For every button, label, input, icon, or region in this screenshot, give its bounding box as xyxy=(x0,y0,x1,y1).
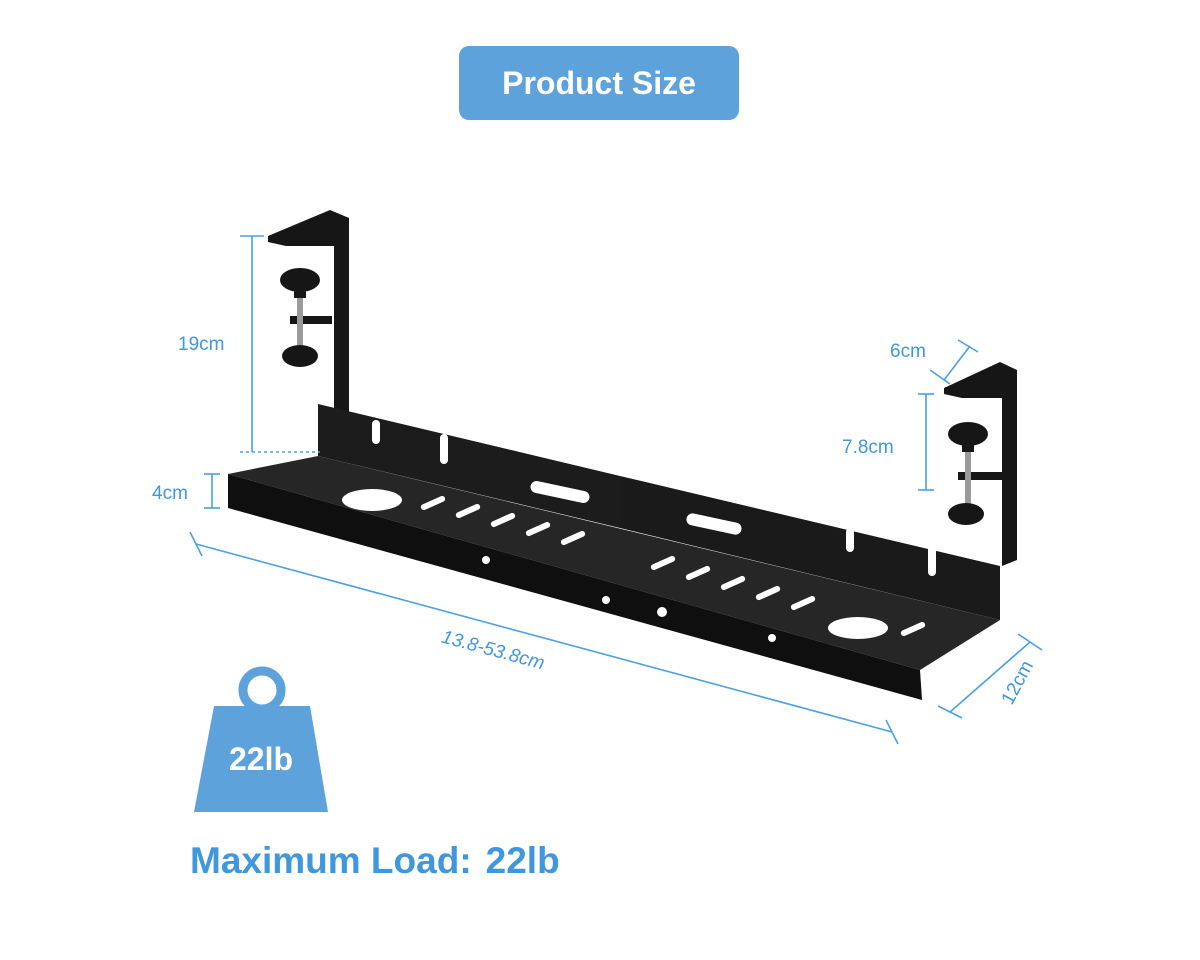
right-clamp-knob-bottom xyxy=(948,503,984,525)
product-size-title: Product Size xyxy=(459,46,739,120)
maximum-load-label: Maximum Load: xyxy=(190,840,472,881)
right-clamp-knob-top xyxy=(948,422,988,506)
tray-body xyxy=(228,404,1000,700)
weight-icon xyxy=(194,666,328,812)
dimension-tray-height: 4cm xyxy=(152,483,188,504)
maximum-load-value: 22lb xyxy=(485,840,560,881)
left-clamp xyxy=(268,210,349,436)
right-clamp xyxy=(944,362,1017,566)
dimension-lines xyxy=(189,235,1043,745)
dimension-clamp-width: 6cm xyxy=(890,341,926,362)
weight-icon-label: 22lb xyxy=(228,740,294,777)
dimension-clamp-height: 19cm xyxy=(178,334,225,355)
maximum-load: Maximum Load: 22lb xyxy=(190,840,560,882)
dimension-clamp-opening: 7.8cm xyxy=(842,437,894,458)
left-clamp-knob-bottom xyxy=(282,345,318,367)
left-clamp-knob-top xyxy=(280,268,320,348)
